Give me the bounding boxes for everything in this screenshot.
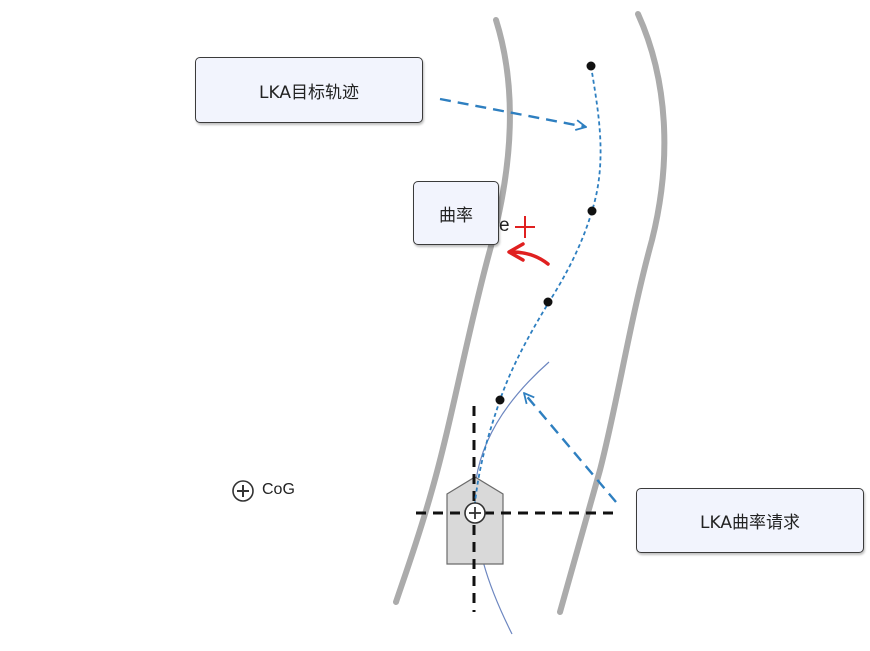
target-trajectory-label-box: LKA目标轨迹 bbox=[195, 57, 423, 123]
target-trajectory bbox=[473, 65, 602, 514]
curvature-label: 曲率 bbox=[439, 205, 473, 226]
curvature-request-label: LKA曲率请求 bbox=[700, 513, 800, 533]
curvature-label-box: 曲率 bbox=[413, 181, 499, 245]
trajectory-pointer-arrow bbox=[439, 97, 586, 127]
plus-icon bbox=[515, 216, 535, 238]
road-edge-right bbox=[557, 11, 668, 615]
trajectory-point bbox=[586, 61, 596, 71]
trajectory-point bbox=[587, 206, 597, 216]
curvature-request-pointer-arrow bbox=[524, 393, 617, 503]
target-trajectory-label: LKA目标轨迹 bbox=[259, 82, 359, 103]
error-label: e bbox=[499, 215, 510, 236]
vehicle-cog-icon bbox=[464, 502, 486, 524]
circled-plus-icon bbox=[232, 480, 254, 502]
trajectory-point bbox=[495, 395, 505, 405]
trajectory-point bbox=[543, 297, 553, 307]
error-direction-arrow bbox=[507, 242, 550, 266]
curvature-request-label-box: LKA曲率请求 bbox=[636, 488, 864, 553]
road-edge-left bbox=[393, 17, 513, 605]
cog-legend-label: CoG bbox=[262, 481, 295, 498]
